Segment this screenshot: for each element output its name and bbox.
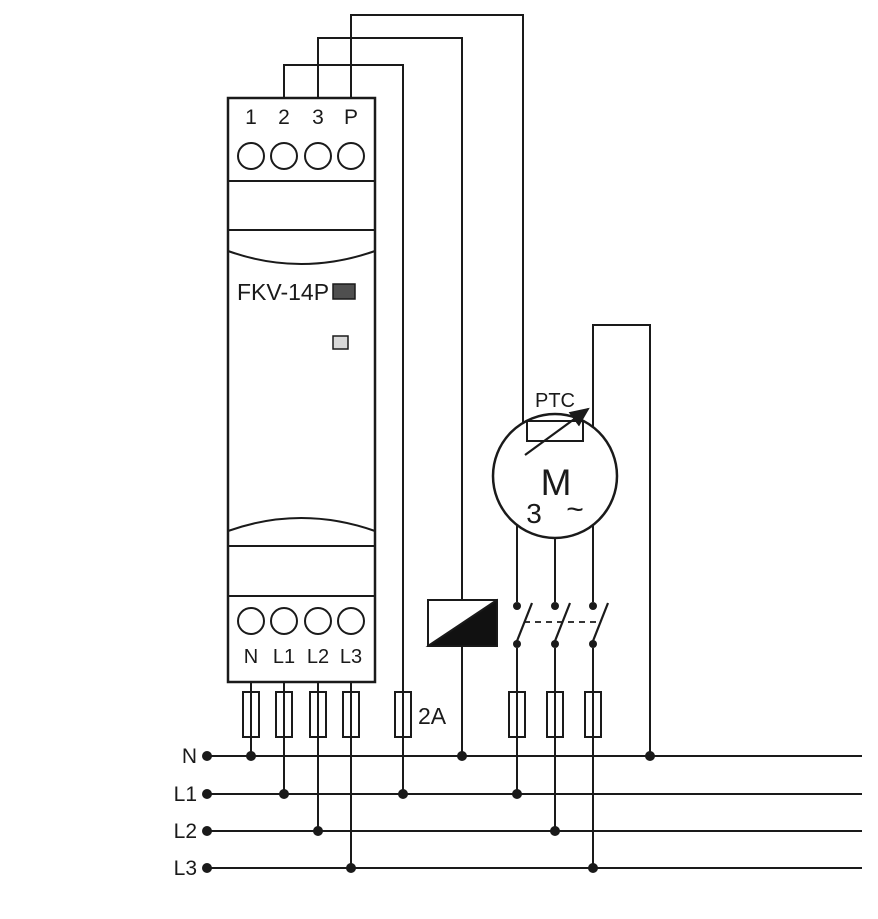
terminal-label-2: 2 [278, 106, 290, 129]
contact3-top-dot [589, 602, 597, 610]
device-face-arc-top [227, 250, 376, 265]
bus-label-l2: L2 [174, 820, 197, 843]
device-body [226, 96, 377, 684]
fuse-motor-l2 [546, 691, 564, 738]
ptc-thermistor: PTC [524, 390, 590, 456]
contact3-blade [591, 602, 610, 642]
terminal-label-n: N [244, 646, 258, 668]
device-face-arc-bottom [227, 517, 376, 532]
led-indicator-relay [332, 335, 349, 350]
junction-l3-motor [588, 863, 598, 873]
terminal-label-l1: L1 [273, 646, 295, 668]
junction-l1-device [279, 789, 289, 799]
fuse-device-l2 [309, 691, 327, 738]
junction-dots [246, 751, 655, 873]
terminal-screw-1 [237, 142, 265, 170]
ptc-resistor-body [526, 420, 584, 442]
contact1-top-dot [513, 602, 521, 610]
terminal-label-l2: L2 [307, 646, 329, 668]
bus-label-l1: L1 [174, 783, 197, 806]
fuse-device-n [242, 691, 260, 738]
terminal-screw-l3 [337, 607, 365, 635]
wire-terminalP-to-ptc [350, 14, 527, 432]
contact2-top-dot [551, 602, 559, 610]
contactor-coil [425, 598, 498, 647]
fuse-motor-l1 [508, 691, 526, 738]
ptc-label: PTC [535, 390, 575, 412]
fuse-device-l1 [275, 691, 293, 738]
terminal-label-1: 1 [245, 106, 257, 129]
wire-terminal3-to-contactor [317, 37, 463, 600]
fuse-device-l3 [342, 691, 360, 738]
bus-l2-end-dot [202, 826, 212, 836]
device-module: 1 2 3 P FKV-14P N L1 L2 L3 [226, 96, 377, 684]
fuses: 2A [242, 691, 602, 738]
junction-l1-motor [512, 789, 522, 799]
wire-terminal2-to-fuse2a [283, 64, 404, 794]
terminal-screw-n [237, 607, 265, 635]
motor-letter: M [541, 462, 572, 503]
contact2-bottom-dot [551, 640, 559, 648]
main-contacts [513, 602, 610, 648]
bus-label-n: N [182, 745, 197, 768]
bus-l1-end-dot [202, 789, 212, 799]
motor: M 3 ~ [491, 412, 619, 602]
fuse-2a [394, 691, 412, 738]
terminal-screw-l1 [270, 607, 298, 635]
fuse-2a-rating-label: 2A [418, 703, 447, 729]
junction-l2-device [313, 826, 323, 836]
terminal-screw-3 [304, 142, 332, 170]
ptc-variable-arrow-icon [524, 407, 590, 456]
bus-n-end-dot [202, 751, 212, 761]
led-indicator-power [332, 283, 356, 300]
bus-label-l3: L3 [174, 857, 197, 880]
terminal-screw-p [337, 142, 365, 170]
junction-n-ptc [645, 751, 655, 761]
junction-n-device [246, 751, 256, 761]
fuse-motor-l3 [584, 691, 602, 738]
contactor-coil-diagonal [427, 599, 498, 647]
contact3-bottom-dot [589, 640, 597, 648]
terminal-label-3: 3 [312, 106, 324, 129]
contact1-bottom-dot [513, 640, 521, 648]
terminal-screw-2 [270, 142, 298, 170]
junction-n-contactor [457, 751, 467, 761]
terminal-label-l3: L3 [340, 646, 362, 668]
terminal-label-p: P [344, 106, 358, 129]
motor-ac-symbol: ~ [566, 493, 584, 526]
junction-l2-motor [550, 826, 560, 836]
terminal-screw-l2 [304, 607, 332, 635]
device-model-label: FKV-14P [237, 279, 329, 305]
junction-l1-fuse2a [398, 789, 408, 799]
bus-l3-end-dot [202, 863, 212, 873]
junction-l3-device [346, 863, 356, 873]
motor-phase-count: 3 [526, 498, 542, 529]
